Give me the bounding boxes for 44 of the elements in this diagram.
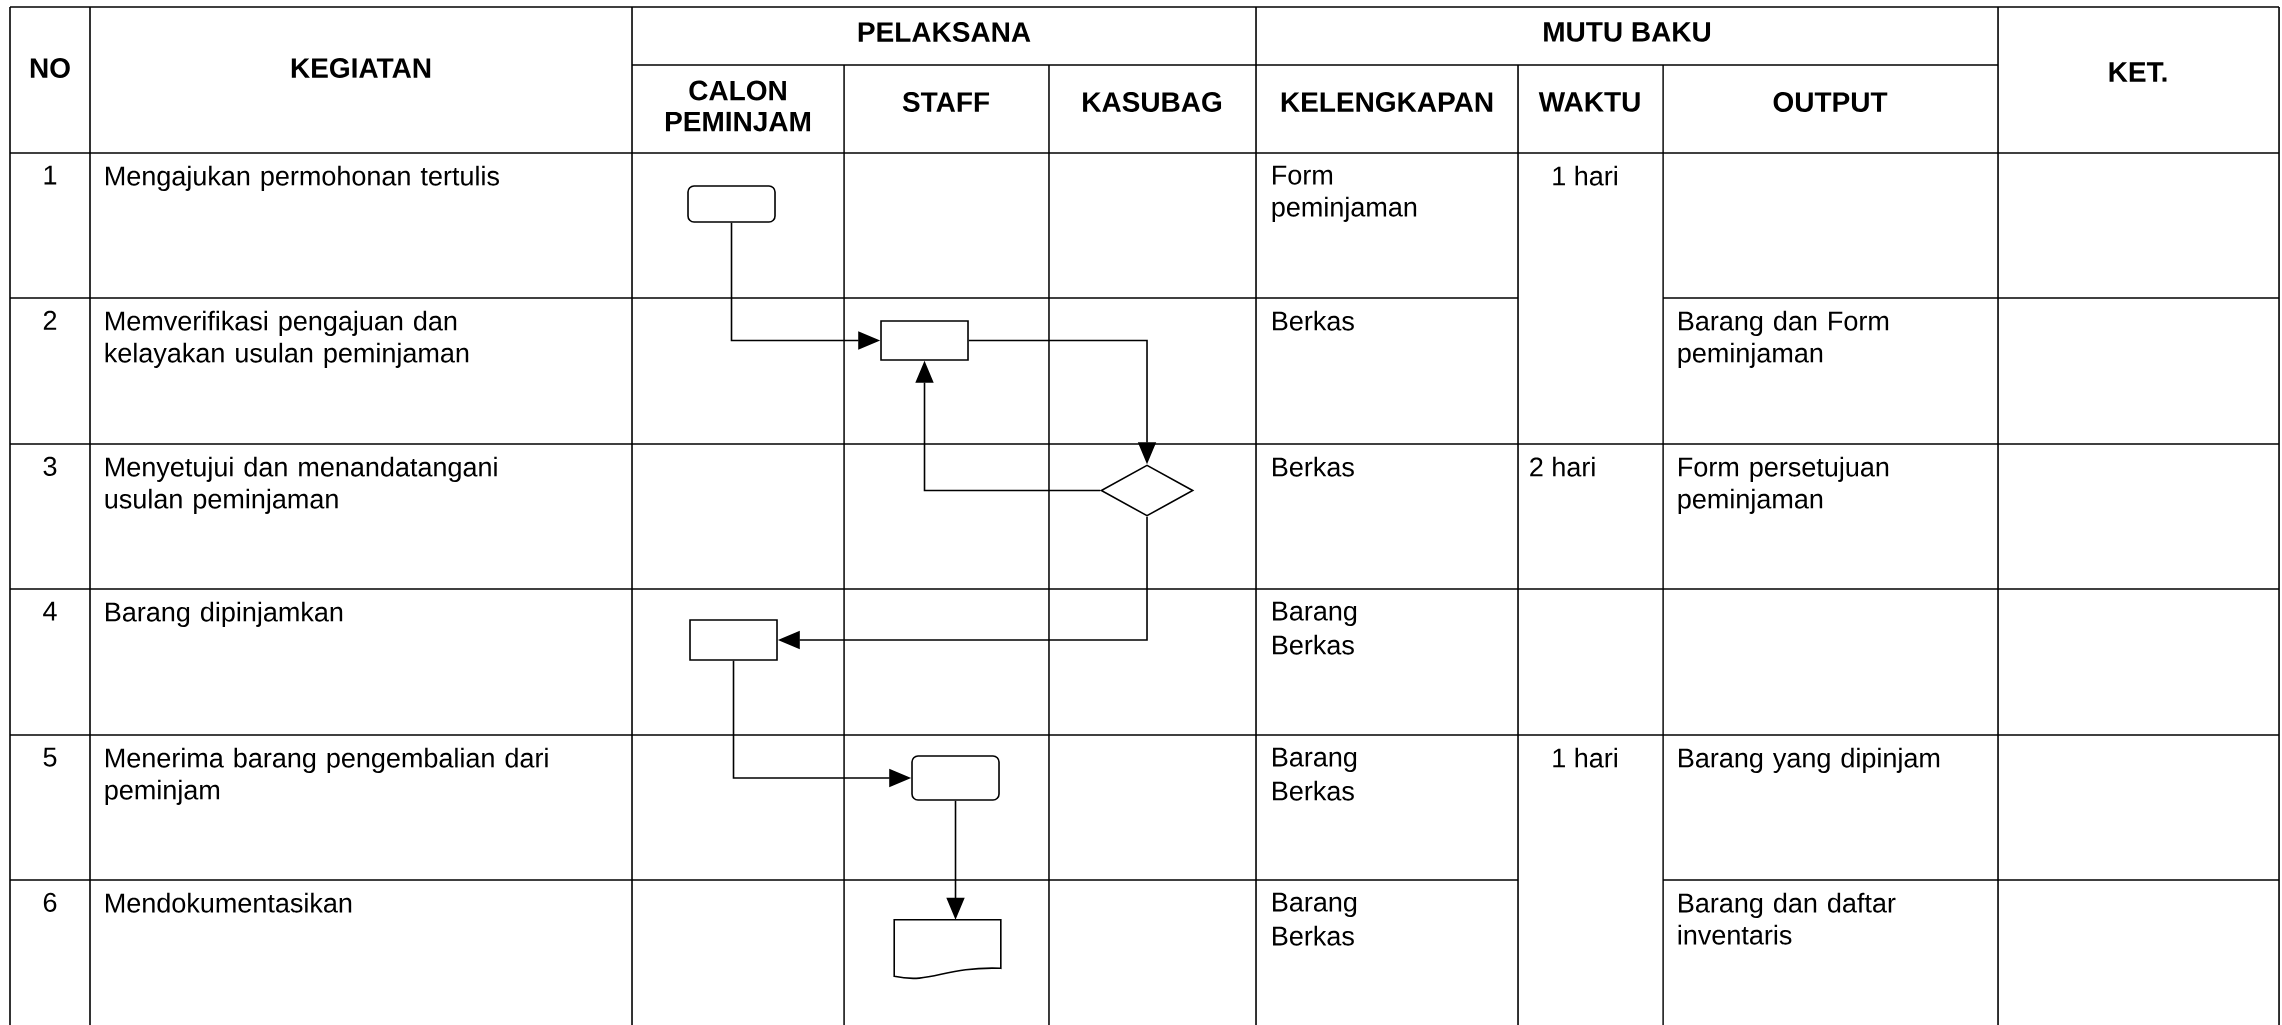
- cell-text: Berkas: [1273, 780, 1354, 801]
- document-shape: [893, 918, 1002, 980]
- cell-text: 1 hari: [1553, 165, 1617, 186]
- row-number: 1: [44, 165, 57, 185]
- cell-text: Barang yang dipinjam: [1679, 747, 1940, 773]
- row-number: 4: [43, 601, 57, 621]
- row-number: 6: [43, 892, 57, 912]
- column-header: WAKTU: [1538, 92, 1640, 112]
- column-header: PELAKSANA: [858, 22, 1031, 42]
- cell-text: Menyetujui dan menandatangani usulan peminjaman: [105, 456, 497, 514]
- cell-text: Barang: [1273, 892, 1357, 917]
- process-box: [880, 320, 969, 361]
- cell-text: Barang dan Form peminjaman: [1678, 310, 1889, 368]
- column-header: NO: [30, 58, 70, 78]
- cell-text: Barang dipinjamkan: [106, 601, 343, 627]
- row-number: 2: [43, 310, 57, 330]
- cell-text: Mengajukan permohonan tertulis: [106, 165, 499, 191]
- cell-text: Barang: [1273, 601, 1357, 626]
- column-header: KASUBAG: [1083, 92, 1222, 112]
- cell-text: Berkas: [1273, 634, 1354, 655]
- cell-text: Berkas: [1273, 456, 1354, 477]
- terminal-box: [911, 755, 1000, 801]
- column-header: CALON PEMINJAM: [666, 80, 811, 132]
- terminal-box: [687, 185, 776, 223]
- column-header: KELENGKAPAN: [1281, 92, 1493, 112]
- cell-text: Barang: [1273, 747, 1357, 772]
- cell-text: 2 hari: [1530, 456, 1595, 477]
- column-header: KET.: [2109, 62, 2167, 82]
- row-number: 3: [43, 456, 57, 476]
- cell-text: 1 hari: [1553, 747, 1617, 768]
- cell-text: Form peminjaman: [1272, 165, 1417, 222]
- cell-text: Memverifikasi pengajuan dan kelayakan usulan peminjaman: [105, 310, 469, 368]
- column-header: KEGIATAN: [291, 58, 431, 78]
- row-number: 5: [43, 747, 57, 767]
- cell-text: Mendokumentasikan: [106, 892, 352, 913]
- cell-text: Barang dan daftar inventaris: [1678, 892, 1896, 945]
- column-header: MUTU BAKU: [1544, 22, 1711, 42]
- cell-text: Berkas: [1273, 925, 1354, 946]
- column-header: STAFF: [902, 92, 990, 112]
- cell-text: Menerima barang pengembalian dari peminjam: [105, 747, 548, 805]
- cell-text: Form persetujuan peminjaman: [1678, 456, 1889, 514]
- column-header: OUTPUT: [1773, 92, 1888, 112]
- cell-text: Berkas: [1273, 310, 1354, 331]
- process-box: [689, 619, 778, 661]
